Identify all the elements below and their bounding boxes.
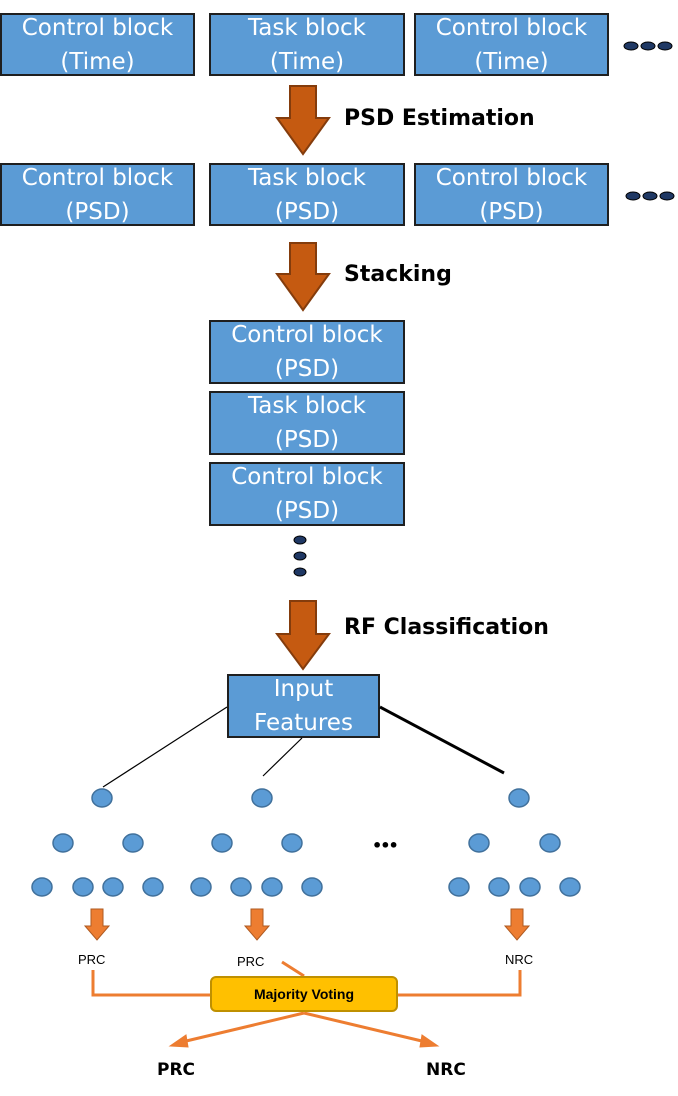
edge-tree2 (262, 737, 303, 777)
vote-line-right (398, 970, 522, 997)
tree-node (261, 877, 283, 897)
stacked-task-block: Task block (PSD) (209, 391, 405, 455)
block-subtitle: (Time) (474, 48, 549, 75)
block-subtitle: (PSD) (65, 198, 130, 225)
tree-node (468, 833, 490, 853)
final-nrc-label: NRC (426, 1060, 466, 1080)
block-subtitle: (PSD) (274, 427, 340, 453)
stack-more-icon (293, 535, 307, 577)
trees-more-label: ••• (372, 836, 399, 855)
block-title: Control block (21, 164, 174, 191)
row2-more-icon (625, 191, 675, 201)
stacking-label: Stacking (344, 262, 452, 287)
block-title: Control block (435, 164, 588, 191)
tree1-output-arrow-icon (83, 908, 111, 941)
tree-node (488, 877, 510, 897)
block-subtitle: (Time) (60, 48, 135, 75)
row1-more-icon (623, 41, 673, 51)
tree-node (230, 877, 252, 897)
tree-node (251, 788, 273, 808)
block-title: Control block (21, 14, 174, 41)
vote-line-middle (281, 960, 305, 978)
control-block-psd-1: Control block (PSD) (0, 163, 195, 226)
tree-node (559, 877, 581, 897)
block-title: Task block (248, 393, 366, 419)
tree-1 (31, 788, 164, 897)
final-prc-label: PRC (157, 1060, 196, 1080)
tree-node (72, 877, 94, 897)
final-prc-arrowhead-icon (168, 1034, 189, 1048)
input-subtitle: Features (254, 710, 353, 736)
final-nrc-line (303, 1011, 427, 1044)
control-block-time-2: Control block (Time) (414, 13, 609, 76)
block-subtitle: (PSD) (274, 198, 340, 225)
rf-classification-label: RF Classification (344, 615, 549, 640)
tree2-output-arrow-icon (243, 908, 271, 941)
block-title: Control block (231, 464, 383, 490)
tree-2 (190, 788, 323, 897)
input-title: Input (273, 676, 334, 702)
tree-node (190, 877, 212, 897)
block-title: Control block (231, 322, 383, 348)
block-title: Control block (435, 14, 588, 41)
block-title: Task block (248, 164, 366, 191)
tree-node (211, 833, 233, 853)
rf-classification-arrow-icon (275, 600, 331, 671)
control-block-time-1: Control block (Time) (0, 13, 195, 76)
tree-node (281, 833, 303, 853)
psd-estimation-label: PSD Estimation (344, 106, 535, 131)
block-title: Task block (248, 14, 366, 41)
tree3-output-label: NRC (505, 952, 534, 967)
block-subtitle: (Time) (269, 48, 345, 75)
control-block-psd-2: Control block (PSD) (414, 163, 609, 226)
edge-tree3 (379, 705, 505, 775)
tree3-output-arrow-icon (503, 908, 531, 941)
block-subtitle: (PSD) (479, 198, 544, 225)
tree-node (539, 833, 561, 853)
stacked-control-block-2: Control block (PSD) (209, 462, 405, 526)
tree-node (31, 877, 53, 897)
edge-tree1 (102, 706, 228, 788)
tree-node (142, 877, 164, 897)
block-subtitle: (PSD) (274, 356, 340, 382)
majority-voting-box: Majority Voting (210, 976, 398, 1012)
tree-node (102, 877, 124, 897)
final-prc-line (181, 1011, 305, 1044)
stacked-control-block-1: Control block (PSD) (209, 320, 405, 384)
input-features-box: Input Features (227, 674, 380, 738)
tree-node (448, 877, 470, 897)
final-nrc-arrowhead-icon (419, 1034, 440, 1048)
tree-node (91, 788, 113, 808)
tree-3 (448, 788, 581, 897)
block-subtitle: (PSD) (274, 498, 340, 524)
tree1-output-label: PRC (78, 952, 106, 967)
tree-node (52, 833, 74, 853)
tree-node (301, 877, 323, 897)
tree2-output-label: PRC (237, 954, 265, 969)
tree-node (508, 788, 530, 808)
tree-node (519, 877, 541, 897)
psd-estimation-arrow-icon (275, 85, 331, 156)
task-block-time: Task block (Time) (209, 13, 405, 76)
vote-line-left (91, 970, 210, 997)
stacking-arrow-icon (275, 242, 331, 312)
task-block-psd: Task block (PSD) (209, 163, 405, 226)
tree-node (122, 833, 144, 853)
